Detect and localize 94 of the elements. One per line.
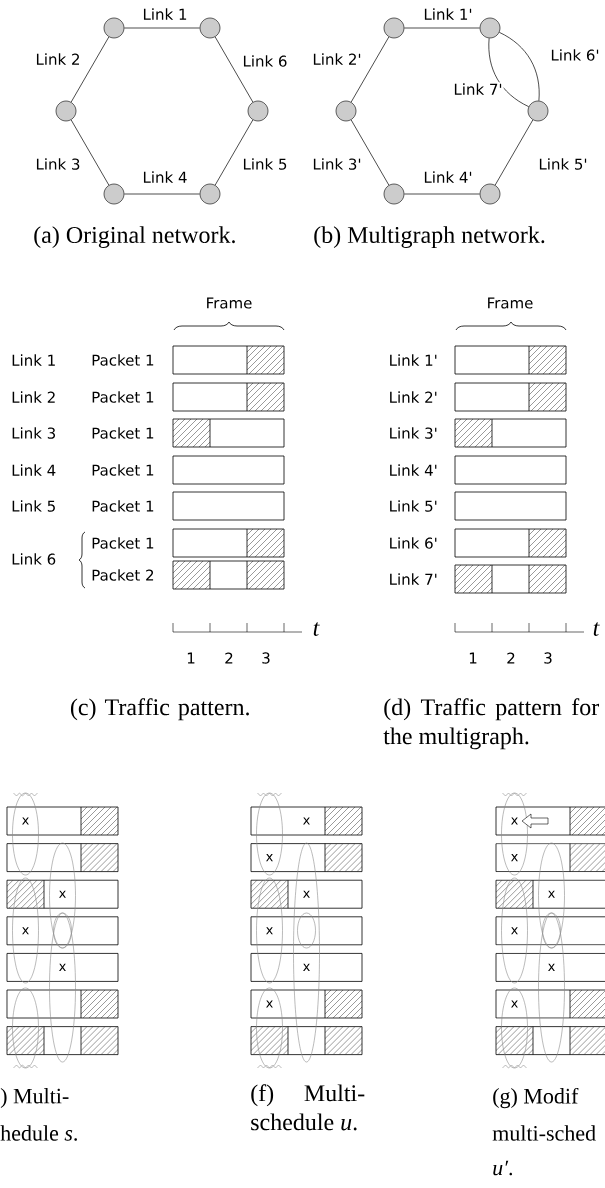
packet-label: Packet 1 bbox=[92, 391, 154, 403]
packet-label: Packet 1 bbox=[92, 464, 154, 476]
graph-node bbox=[103, 17, 125, 39]
x-mark: x bbox=[266, 927, 273, 935]
edge-label: Link 5' bbox=[537, 157, 589, 171]
link-line bbox=[70, 36, 110, 103]
edge-label: Link 4' bbox=[422, 170, 474, 184]
graph-node bbox=[383, 17, 405, 39]
packet-label: Packet 1 bbox=[92, 537, 154, 549]
tick-label: 3 bbox=[544, 652, 552, 664]
link-label: Link 3' bbox=[390, 427, 437, 439]
x-mark: x bbox=[548, 963, 555, 971]
edge-label: Link 7' bbox=[452, 82, 504, 96]
packet-label: Packet 1 bbox=[92, 354, 154, 366]
link-line bbox=[403, 193, 481, 195]
link-line bbox=[350, 119, 390, 186]
link-label: Link 4 bbox=[12, 464, 56, 476]
link-label: Link 7' bbox=[390, 573, 437, 585]
x-mark: x bbox=[511, 927, 518, 935]
link-label: Link 3 bbox=[12, 427, 55, 439]
x-mark: x bbox=[548, 890, 555, 898]
graph-node bbox=[199, 183, 221, 205]
x-mark: x bbox=[266, 854, 273, 862]
graph-node bbox=[479, 17, 501, 39]
edge-label: Link 5 bbox=[241, 157, 289, 171]
x-mark: x bbox=[511, 1000, 518, 1008]
link-line bbox=[403, 27, 481, 29]
link-line bbox=[214, 36, 254, 103]
graph-node bbox=[55, 100, 77, 122]
link-label: Link 2 bbox=[12, 391, 55, 403]
caption: (a) Original network. bbox=[34, 226, 235, 249]
graph-node bbox=[335, 100, 357, 122]
caption: (g) Modif bbox=[493, 1087, 579, 1109]
link-line bbox=[123, 27, 201, 29]
link-label: Link 2' bbox=[390, 391, 437, 403]
edge-label: Link 2' bbox=[311, 52, 363, 66]
edge-label: Link 3 bbox=[34, 157, 82, 171]
packet-label: Packet 1 bbox=[92, 500, 154, 512]
x-mark: x bbox=[59, 963, 66, 971]
x-mark: x bbox=[303, 817, 310, 825]
edge-label: Link 1 bbox=[141, 7, 189, 21]
tick-label: 3 bbox=[262, 652, 270, 664]
edge-label: Link 6 bbox=[241, 54, 289, 68]
graph-node bbox=[103, 183, 125, 205]
link-line bbox=[350, 36, 390, 103]
x-mark: x bbox=[511, 854, 518, 862]
caption: ) Multi- bbox=[0, 1088, 69, 1108]
axis-label: t bbox=[593, 622, 600, 636]
tick-label: 2 bbox=[507, 652, 515, 664]
caption: (b) Multigraph network. bbox=[314, 226, 545, 249]
axis-label: t bbox=[313, 622, 320, 636]
caption: (f) Multi-schedule u. bbox=[251, 1084, 365, 1131]
graph-node bbox=[383, 183, 405, 205]
graph-node bbox=[527, 100, 549, 122]
link-label: Link 4' bbox=[390, 464, 437, 476]
link-line bbox=[499, 32, 540, 102]
caption: u′. bbox=[493, 1160, 513, 1176]
link-line bbox=[214, 119, 254, 186]
packet-label: Packet 1 bbox=[92, 427, 154, 439]
x-mark: x bbox=[22, 927, 29, 935]
tick-label: 1 bbox=[469, 652, 477, 664]
x-mark: x bbox=[303, 963, 310, 971]
caption: (d) Traffic pattern for the multigraph. bbox=[383, 698, 599, 750]
edge-label: Link 3' bbox=[311, 157, 363, 171]
edge-label: Link 6' bbox=[549, 48, 601, 62]
link-line bbox=[494, 119, 534, 186]
graph-node bbox=[247, 100, 269, 122]
link-line bbox=[488, 37, 529, 107]
link-label: Link 5 bbox=[12, 500, 55, 512]
link-line bbox=[70, 119, 110, 186]
tick-label: 2 bbox=[225, 652, 233, 664]
caption: (c) Traffic pattern. bbox=[70, 698, 249, 721]
link-label: Link 6 bbox=[12, 553, 56, 565]
x-mark: x bbox=[266, 1000, 273, 1008]
x-mark: x bbox=[303, 890, 310, 898]
caption: multi-sched bbox=[492, 1125, 596, 1141]
edge-label: Link 4 bbox=[141, 170, 189, 184]
frame-label: Frame bbox=[488, 297, 533, 309]
edge-label: Link 1' bbox=[422, 7, 474, 21]
caption: hedule s. bbox=[0, 1125, 77, 1141]
tick-label: 1 bbox=[187, 652, 195, 664]
graph-node bbox=[479, 183, 501, 205]
link-label: Link 1 bbox=[12, 354, 55, 366]
x-mark: x bbox=[511, 817, 518, 825]
link-label: Link 1' bbox=[390, 354, 437, 366]
link-line bbox=[123, 193, 201, 195]
x-mark: x bbox=[22, 817, 29, 825]
edge-label: Link 2 bbox=[34, 52, 82, 66]
graph-node bbox=[199, 17, 221, 39]
link-label: Link 6' bbox=[390, 537, 437, 549]
x-mark: x bbox=[59, 890, 66, 898]
frame-label: Frame bbox=[207, 297, 252, 309]
packet-label: Packet 2 bbox=[92, 569, 154, 581]
link-label: Link 5' bbox=[390, 500, 437, 512]
